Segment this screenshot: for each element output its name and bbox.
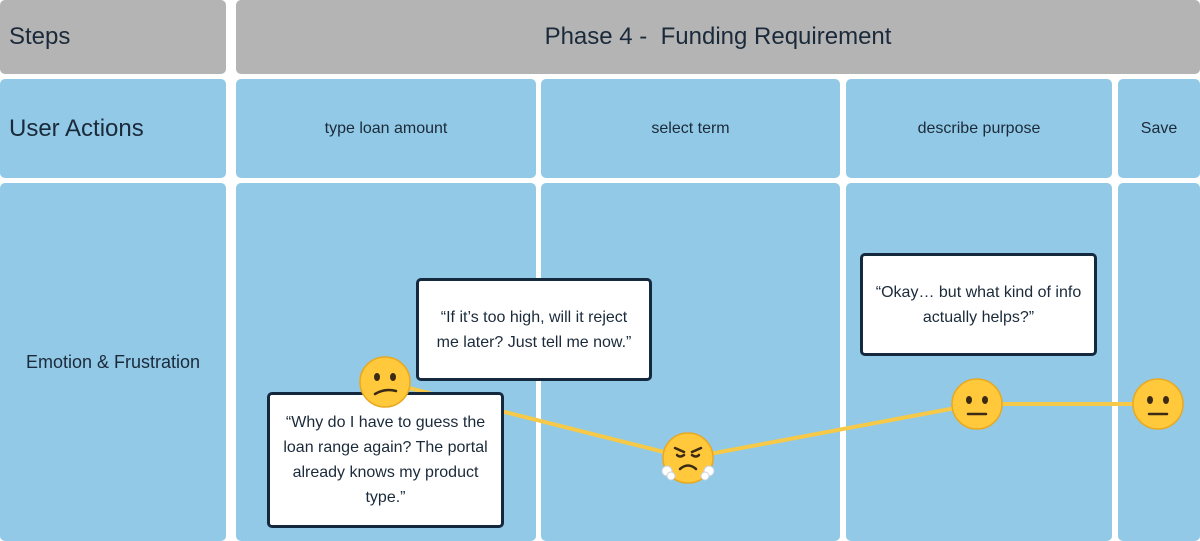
neutral-face-icon — [951, 378, 1003, 430]
user-actions-label: User Actions — [9, 114, 144, 142]
quote-text: “Why do I have to guess the loan range a… — [283, 414, 488, 506]
steps-header: Steps — [0, 0, 226, 74]
emotion-lane-save — [1118, 183, 1200, 541]
emotion-row-label: Emotion & Frustration — [0, 183, 226, 541]
user-actions-row-label: User Actions — [0, 79, 226, 178]
action-select-term: select term — [541, 79, 840, 178]
angry-huffing-face-icon — [661, 432, 715, 484]
steps-label: Steps — [9, 23, 71, 50]
action-label: describe purpose — [917, 119, 1041, 137]
quote-text: “If it’s too high, will it reject me lat… — [436, 308, 632, 351]
emotion-label: Emotion & Frustration — [25, 351, 201, 372]
phase-title: Phase 4 - Funding Requirement — [544, 23, 892, 50]
action-label: Save — [1140, 119, 1178, 137]
phase-header: Phase 4 - Funding Requirement — [236, 0, 1200, 74]
emotion-connector — [687, 402, 978, 460]
quote-bubble-info-helps: “Okay… but what kind of info actually he… — [860, 253, 1097, 356]
quote-text: “Okay… but what kind of info actually he… — [875, 283, 1082, 326]
confused-face-icon — [359, 356, 411, 408]
quote-bubble-reject-later: “If it’s too high, will it reject me lat… — [416, 278, 652, 381]
action-label: select term — [651, 119, 730, 137]
quote-bubble-guess-range: “Why do I have to guess the loan range a… — [267, 392, 504, 528]
action-save: Save — [1118, 79, 1200, 178]
action-type-loan-amount: type loan amount — [236, 79, 536, 178]
neutral-face-icon — [1132, 378, 1184, 430]
action-label: type loan amount — [324, 119, 448, 137]
emotion-lane-describe-purpose — [846, 183, 1112, 541]
action-describe-purpose: describe purpose — [846, 79, 1112, 178]
